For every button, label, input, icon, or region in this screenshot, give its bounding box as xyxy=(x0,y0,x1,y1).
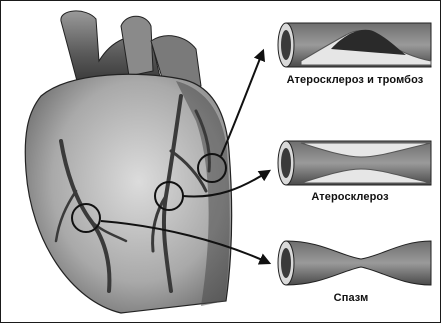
arrow-1 xyxy=(221,51,263,156)
label-spasm: Спазм xyxy=(301,292,401,304)
vessel-spasm xyxy=(278,241,431,285)
heart xyxy=(25,11,231,313)
vessel-thrombosis xyxy=(278,23,431,67)
label-atherosclerosis-thrombosis: Атеросклероз и тромбоз xyxy=(271,74,439,86)
label-atherosclerosis: Атеросклероз xyxy=(285,191,415,203)
vessel-atherosclerosis xyxy=(278,141,431,185)
